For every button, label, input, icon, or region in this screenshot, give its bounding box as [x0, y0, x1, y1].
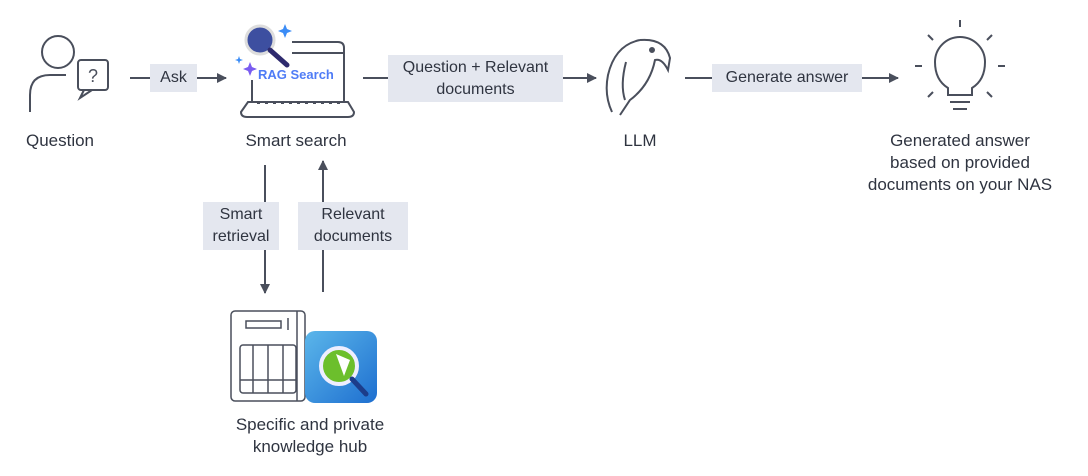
- edge-label-smart-retrieval: Smart retrieval: [203, 202, 279, 250]
- nas-device-icon: [230, 310, 306, 402]
- answer-line: Generated answer: [890, 131, 1030, 150]
- edge-label-line: retrieval: [212, 228, 270, 245]
- edge-label-line: documents: [313, 228, 393, 245]
- edge-label-line: Question + Relevant: [402, 58, 549, 76]
- parrot-llm-icon: [605, 38, 672, 116]
- hub-line: knowledge hub: [252, 437, 368, 456]
- node-smart-search-label: Smart search: [245, 131, 347, 150]
- edge-label-question-docs: Question + Relevant documents: [388, 55, 563, 102]
- magnifier-sparkle-icon: [235, 24, 292, 76]
- edge-label-line: documents: [436, 80, 515, 98]
- rag-search-badge: RAG Search: [258, 67, 334, 82]
- hub-line: Specific and private: [235, 415, 385, 434]
- answer-line: documents on your NAS: [867, 175, 1053, 194]
- edge-label-line: Smart: [219, 206, 263, 223]
- svg-text:?: ?: [88, 66, 98, 86]
- qsirch-app-icon: [305, 331, 377, 403]
- answer-line: based on provided: [890, 153, 1030, 172]
- lightbulb-icon: [915, 20, 1005, 110]
- node-answer-label: Generated answer based on provided docum…: [840, 130, 1080, 196]
- person-question-icon: ?: [29, 35, 109, 112]
- edge-label-ask: Ask: [150, 64, 197, 92]
- edge-label-relevant-docs: Relevant documents: [298, 202, 408, 250]
- edge-label-generate: Generate answer: [712, 64, 862, 92]
- edge-label-line: Relevant: [321, 206, 385, 223]
- node-llm-label: LLM: [623, 131, 657, 150]
- node-hub-label: Specific and private knowledge hub: [200, 414, 420, 458]
- laptop-icon: [239, 41, 356, 118]
- node-question-label: Question: [25, 131, 95, 150]
